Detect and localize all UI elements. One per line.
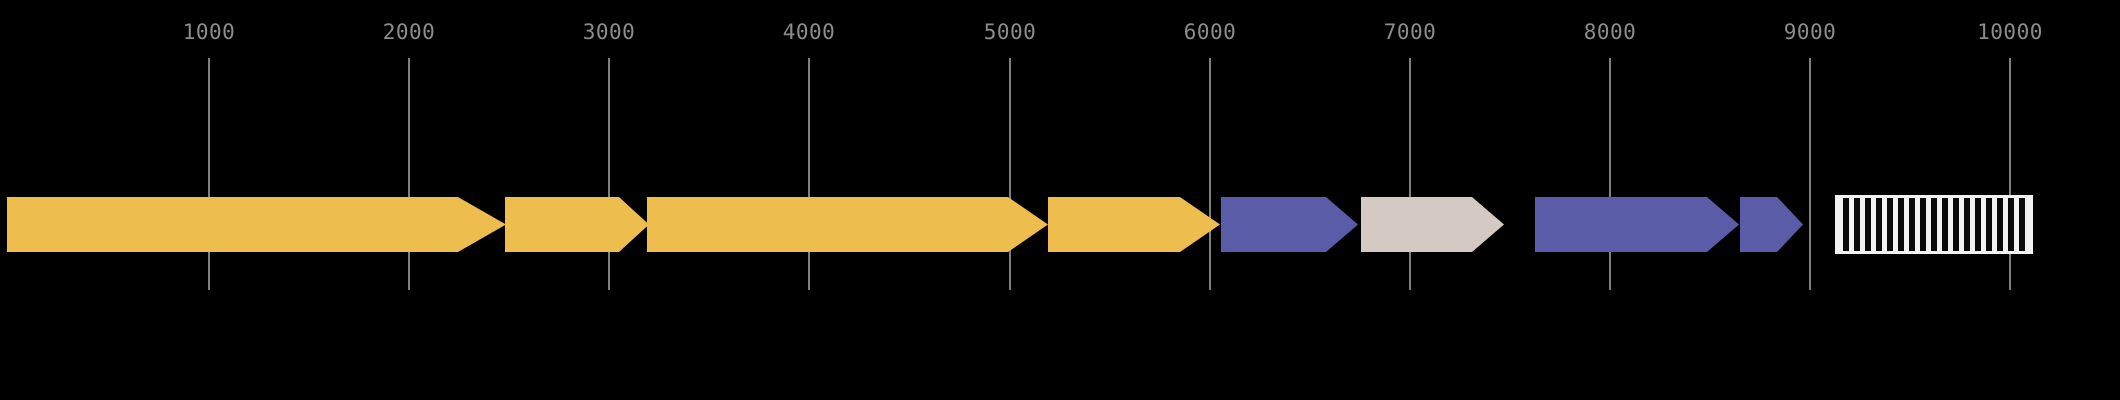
arrow-shape (1361, 197, 1504, 252)
arrow-right-icon (7, 197, 506, 252)
genome-feature-arrow[interactable] (1361, 197, 1504, 252)
arrow-shape (1740, 197, 1803, 252)
arrow-right-icon (1221, 197, 1358, 252)
arrow-shape (1535, 197, 1739, 252)
genome-feature-arrow[interactable] (1740, 197, 1803, 252)
arrow-shape (505, 197, 649, 252)
arrow-right-icon (1535, 197, 1739, 252)
genome-feature-striped[interactable] (1835, 195, 2033, 254)
genome-feature-arrow[interactable] (647, 197, 1048, 252)
arrow-right-icon (647, 197, 1048, 252)
genome-feature-arrow[interactable] (1221, 197, 1358, 252)
arrow-shape (1221, 197, 1358, 252)
arrow-shape (647, 197, 1048, 252)
arrow-right-icon (1740, 197, 1803, 252)
arrow-shape (7, 197, 506, 252)
arrow-right-icon (1361, 197, 1504, 252)
genome-feature-arrow[interactable] (7, 197, 506, 252)
genome-feature-arrow[interactable] (1535, 197, 1739, 252)
arrow-right-icon (505, 197, 649, 252)
arrow-right-icon (1048, 197, 1220, 252)
genome-feature-arrow[interactable] (1048, 197, 1220, 252)
arrow-shape (1048, 197, 1220, 252)
genome-feature-arrow[interactable] (505, 197, 649, 252)
